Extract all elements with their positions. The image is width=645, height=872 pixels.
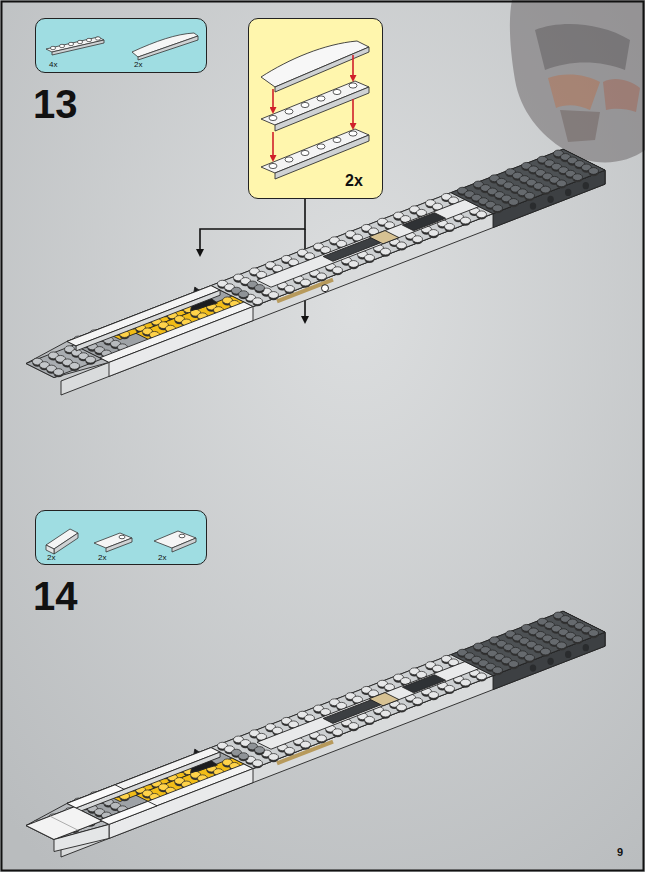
page-number: 9 [617, 847, 623, 858]
callout-box: 2x [248, 18, 383, 199]
parts-art [36, 511, 208, 566]
callout-art [249, 19, 384, 199]
part-count: 2x [98, 554, 106, 562]
parts-list-box: 2x 2x 2x [35, 510, 207, 565]
part-count: 2x [134, 61, 142, 69]
part-count: 2x [345, 173, 363, 189]
parts-list-box: 4x 2x [35, 18, 207, 73]
step-number: 14 [33, 576, 78, 616]
helmet-watermark [510, 0, 645, 162]
model-step-14 [26, 611, 605, 857]
step-number: 13 [33, 84, 78, 124]
parts-art [36, 19, 208, 74]
part-count: 2x [158, 554, 166, 562]
part-count: 4x [49, 61, 57, 69]
part-count: 2x [47, 554, 55, 562]
